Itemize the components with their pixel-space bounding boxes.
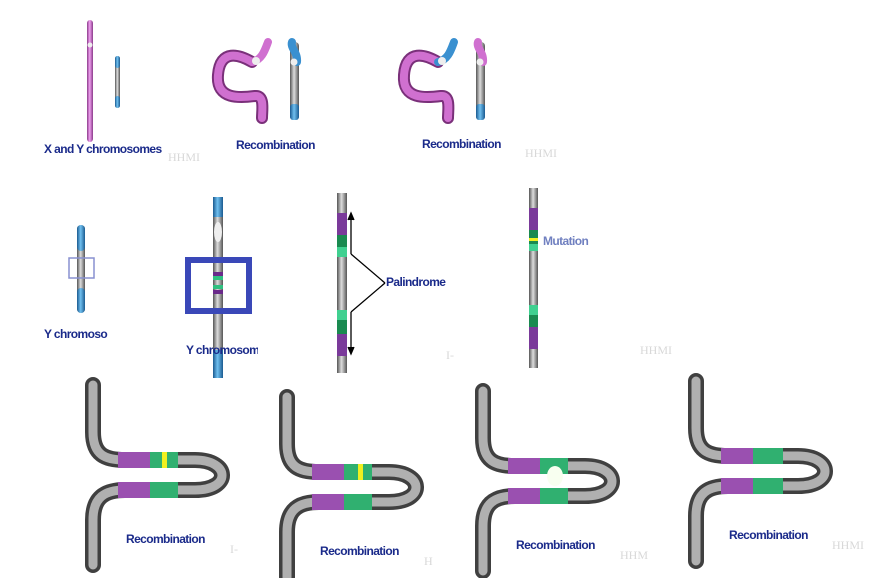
palindrome-chromosome bbox=[337, 193, 386, 373]
watermark: HHMI bbox=[640, 343, 672, 357]
label-recombination: Recombination bbox=[320, 544, 399, 558]
label-palindrome: Palindrome bbox=[386, 275, 446, 289]
watermark: HHMI bbox=[168, 150, 200, 164]
label-recombination: Recombination bbox=[236, 138, 315, 152]
palindrome-arrows bbox=[347, 211, 386, 356]
zoom-box bbox=[185, 257, 252, 314]
label-x-and-y-chromosomes: X and Y chromosomes bbox=[44, 142, 162, 156]
recombination-loop-2 bbox=[279, 389, 424, 578]
mutation-chromosome bbox=[529, 188, 538, 368]
watermark: H bbox=[424, 554, 433, 568]
watermark: I- bbox=[230, 542, 238, 556]
label-y-chromosome-zoomed: Y chromosome bbox=[186, 343, 258, 357]
y-chromosome-zoomed bbox=[185, 197, 252, 378]
label-recombination: Recombination bbox=[516, 538, 595, 552]
crossover-point bbox=[547, 466, 563, 486]
recombination-loop-4 bbox=[688, 373, 833, 569]
watermark: HHM bbox=[620, 548, 649, 562]
label-recombination: Recombination bbox=[422, 137, 501, 151]
watermark: HHMI bbox=[832, 538, 864, 552]
mutation-mark bbox=[529, 238, 538, 241]
y-chromosome-small bbox=[68, 225, 95, 313]
label-recombination: Recombination bbox=[126, 532, 205, 546]
watermark: HHMI bbox=[525, 146, 557, 160]
recombination-pair-2 bbox=[397, 38, 488, 124]
x-chromosome bbox=[87, 20, 93, 142]
watermark: I- bbox=[446, 348, 454, 362]
mutation-mark bbox=[162, 452, 167, 468]
label-y-chromosome-small: Y chromoso bbox=[44, 327, 108, 341]
label-mutation: Mutation bbox=[543, 234, 589, 248]
recombination-loop-1 bbox=[85, 377, 230, 573]
label-recombination: Recombination bbox=[729, 528, 808, 542]
y-chromosome bbox=[115, 56, 120, 108]
recombination-loop-3 bbox=[475, 383, 620, 578]
recombination-pair-1 bbox=[211, 38, 302, 124]
zoom-region-box bbox=[68, 257, 95, 279]
